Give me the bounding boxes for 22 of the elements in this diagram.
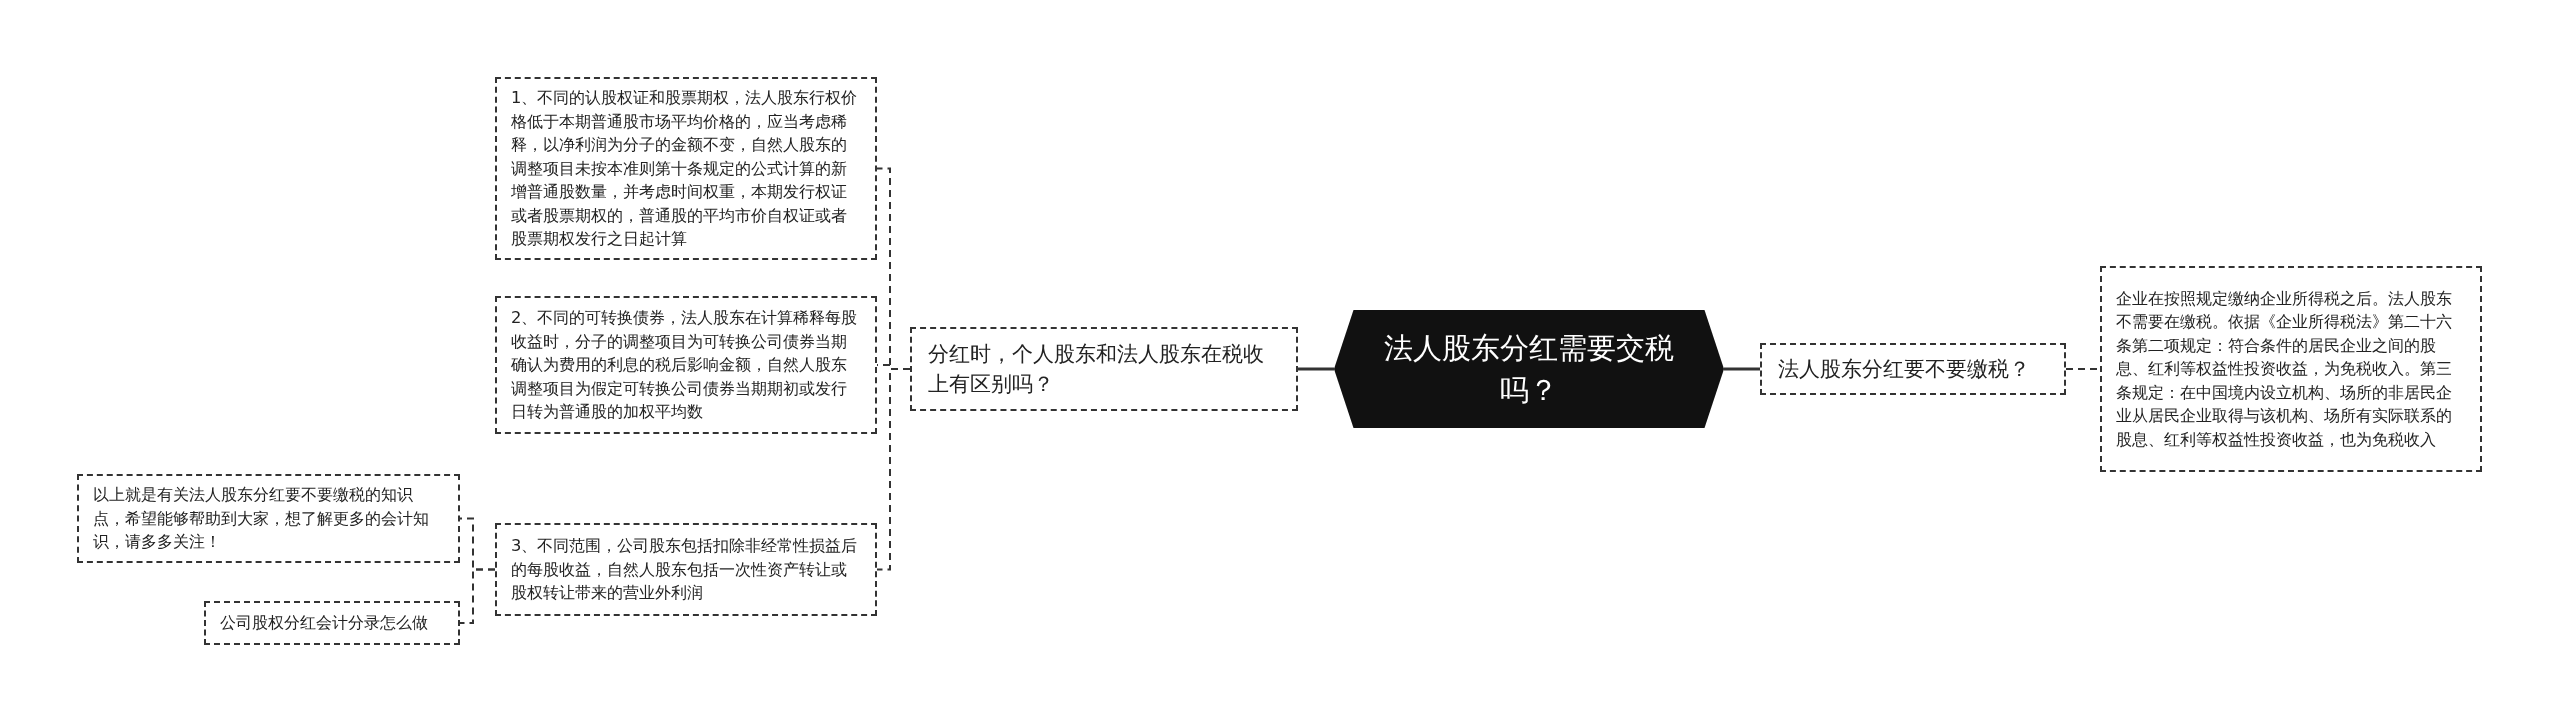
connector-line [459,568,496,624]
branch-box [1760,343,2066,395]
node-text: 法人股东分红要不要缴税？ [1778,356,2030,383]
node-text: 2、不同的可转换债券，法人股东在计算稀释每股收益时，分子的调整项目为可转换公司债券当期确认为费用的利息的税后影响金额，自然人股东调整项目为假定可转换公司债券当期期初或发行日转为普通股的加权平均数 [511,307,859,424]
node-text: 3、不同范围，公司股东包括扣除非经常性损益后的每股收益，自然人股东包括一次性资产转让或股权转让带来的营业外利润 [511,535,859,605]
note-box [495,523,877,616]
branch-box [910,327,1298,411]
note-box [2100,266,2482,472]
node-text: 公司股权分红会计分录怎么做 [220,612,428,635]
note-box [495,77,877,260]
node-text: 以上就是有关法人股东分红要不要缴税的知识点，希望能够帮助到大家，想了解更多的会计知识，请多多关注！ [93,484,430,554]
note-box [495,296,877,434]
connector-line [1298,367,1334,371]
connector-line [876,368,911,571]
topic-box [1334,310,1724,428]
note-box [77,474,460,563]
node-text: 企业在按照规定缴纳企业所得税之后。法人股东不需要在缴税。依据《企业所得税法》第二十六条第二项规定：符合条件的居民企业之间的股息、红利等权益性投资收益，为免税收入。第三条规定：在中国境内设立机构、场所的非居民企业从居民企业取得与该机构、场所有实际联系的股息、红利等权益性投资收益，也为免税收入 [2116,287,2453,451]
node-text: 分红时，个人股东和法人股东在税收上有区别吗？ [928,341,1265,398]
node-text: 1、不同的认股权证和股票期权，法人股东行权价格低于本期普通股市场平均价格的，应当考虑稀释，以净利润为分子的金额不变，自然人股东的调整项目未按本准则第十条规定的公式计算的新增普通股数量，并考虑时间权重，本期发行权证或者股票期权的，普通股的平均市价自权证或者股票期权发行之日起计算 [511,87,859,251]
note-box [204,601,460,645]
node-text: 法人股东分红需要交税吗？ [1383,330,1675,409]
connector-line [1724,367,1760,371]
